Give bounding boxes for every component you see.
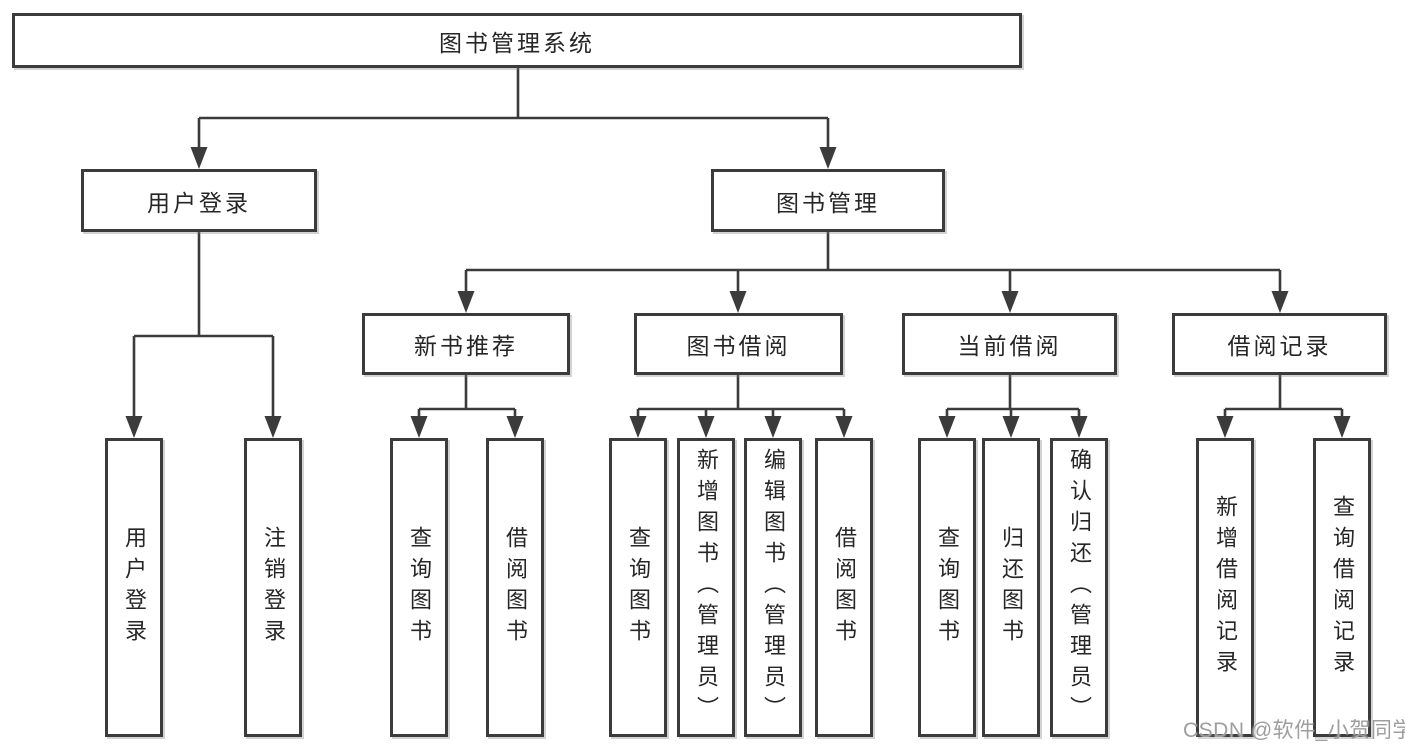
watermark: CSDN @软件_小贺同学 [1183,719,1405,742]
node-query-books-borrow: 查询图书 [609,438,667,737]
node-label: 查询借阅记录 [1330,494,1355,681]
node-label: 用户登录 [147,189,251,216]
node-borrow-records: 借阅记录 [1172,313,1387,375]
node-label: 图书管理 [776,189,880,216]
node-label: 借阅记录 [1227,333,1332,359]
node-confirm-return-admin: 确认归还（管理员） [1050,438,1108,737]
node-label: 当前借阅 [957,333,1062,359]
node-edit-book-admin: 编辑图书（管理员） [744,438,802,737]
node-new-book-recommend: 新书推荐 [362,313,570,375]
node-label: 用户登录 [122,525,147,650]
node-label: 归还图书 [999,525,1024,650]
node-label: 确认归还（管理员） [1067,448,1092,727]
node-add-borrow-record: 新增借阅记录 [1196,438,1254,737]
node-label: 查询图书 [407,525,432,650]
node-label: 新增图书（管理员） [694,448,719,727]
node-user-login: 用户登录 [81,169,317,232]
node-label: 编辑图书（管理员） [761,448,786,727]
node-label: 查询图书 [626,525,651,650]
node-book-borrow: 图书借阅 [634,313,843,375]
node-label: 新增借阅记录 [1213,494,1238,681]
node-book-management: 图书管理 [711,169,945,232]
node-label: 借阅图书 [503,525,528,650]
node-root: 图书管理系统 [12,13,1022,68]
node-borrow-books-recommend: 借阅图书 [486,438,544,737]
node-label: 注销登录 [261,525,286,650]
node-current-borrow: 当前借阅 [902,313,1117,375]
node-query-books-current: 查询图书 [918,438,976,737]
node-borrow-books-action: 借阅图书 [815,438,873,737]
node-label: 图书管理系统 [439,29,595,56]
node-logout-action: 注销登录 [244,438,302,737]
node-label: 新书推荐 [414,333,518,359]
node-label: 查询图书 [935,525,960,650]
node-return-book: 归还图书 [982,438,1040,737]
node-add-book-admin: 新增图书（管理员） [677,438,735,737]
node-label: 图书借阅 [686,333,791,359]
node-query-borrow-record: 查询借阅记录 [1313,438,1371,737]
node-user-login-action: 用户登录 [105,438,163,737]
node-label: 借阅图书 [832,525,857,650]
node-query-books-recommend: 查询图书 [390,438,448,737]
